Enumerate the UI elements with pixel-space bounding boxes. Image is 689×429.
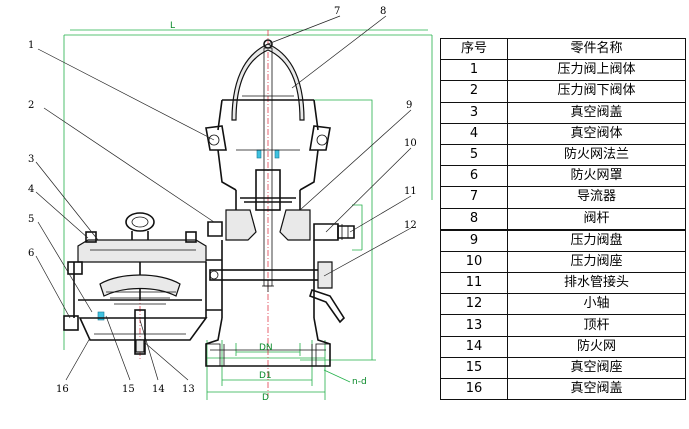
row-no: 8	[440, 207, 508, 231]
row-name: 真空阀座	[507, 356, 686, 380]
row-name: 压力阀座	[507, 250, 686, 274]
callout-1: 1	[28, 40, 34, 51]
pressure-valve-upper-body	[205, 39, 331, 191]
row-no: 7	[440, 186, 508, 209]
row-no: 1	[440, 59, 508, 82]
parts-table-header: 序号 零件名称	[440, 37, 686, 61]
header-name: 零件名称	[507, 37, 686, 61]
row-no: 10	[440, 250, 508, 274]
row-no: 12	[440, 293, 508, 316]
row-no: 13	[440, 314, 508, 337]
dim-l: L	[170, 21, 175, 31]
row-name: 压力阀盘	[507, 228, 686, 252]
vacuum-valve-assembly	[63, 212, 222, 355]
row-no: 5	[440, 143, 508, 167]
pressure-valve-lower-body	[207, 190, 355, 318]
leader-lines	[35, 15, 412, 381]
callout-2: 2	[28, 100, 34, 111]
row-no: 16	[440, 377, 508, 401]
row-no: 2	[440, 80, 508, 103]
callout-14: 14	[152, 384, 165, 395]
row-name: 真空阀盖	[507, 377, 686, 401]
row-no: 6	[440, 165, 508, 188]
row-name: 压力阀上阀体	[507, 59, 686, 82]
dim-dn: DN	[259, 343, 273, 353]
callout-7: 7	[334, 6, 340, 17]
callout-11: 11	[404, 186, 417, 197]
row-no: 14	[440, 335, 508, 358]
row-no: 11	[440, 272, 508, 295]
row-no: 15	[440, 356, 508, 380]
callout-12: 12	[404, 220, 417, 231]
bottom-flange	[205, 317, 331, 367]
row-name: 压力阀下阀体	[507, 80, 686, 103]
callout-3: 3	[28, 154, 34, 165]
callout-9: 9	[406, 100, 412, 111]
dim-d1: D1	[259, 371, 272, 381]
row-name: 阀杆	[507, 207, 686, 231]
row-name: 小轴	[507, 293, 686, 316]
row-name: 顶杆	[507, 314, 686, 337]
row-name: 真空阀盖	[507, 101, 686, 124]
dimension-lines	[63, 29, 433, 400]
callout-6: 6	[28, 248, 34, 259]
callout-8: 8	[380, 6, 386, 17]
callout-10: 10	[404, 138, 417, 149]
callout-numbers: 1 2 3 4 5 6 7 8 9 10 11 12 13 14 15 16	[28, 6, 417, 395]
row-name: 防火网罩	[507, 165, 686, 188]
callout-15: 15	[122, 384, 135, 395]
row-name: 排水管接头	[507, 272, 686, 295]
row-no: 9	[440, 228, 508, 252]
callout-4: 4	[28, 184, 34, 195]
dimension-labels: L DN D1 D n-d	[170, 21, 367, 403]
dim-nd: n-d	[352, 377, 367, 387]
row-name: 防火网法兰	[507, 143, 686, 167]
callout-5: 5	[28, 214, 34, 225]
row-name: 真空阀体	[507, 122, 686, 145]
row-name: 防火网	[507, 335, 686, 358]
dim-d: D	[262, 393, 269, 403]
row-no: 4	[440, 122, 508, 145]
row-name: 导流器	[507, 186, 686, 209]
row-no: 3	[440, 101, 508, 124]
small-shaft-lever	[209, 261, 346, 324]
header-no: 序号	[440, 37, 508, 61]
callout-16: 16	[56, 384, 69, 395]
callout-13: 13	[182, 384, 195, 395]
